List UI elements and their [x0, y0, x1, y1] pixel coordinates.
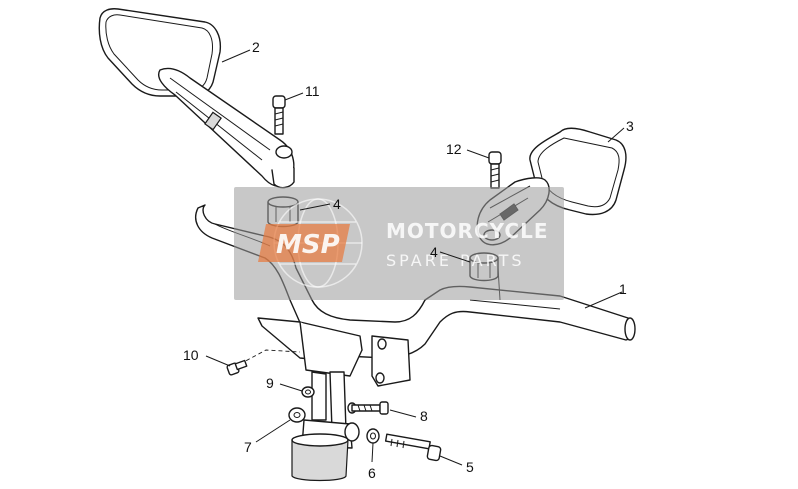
watermark-line2: SPARE PARTS: [386, 251, 525, 270]
washer-6: [366, 428, 380, 444]
callout-11: 11: [305, 83, 320, 99]
callout-10: 10: [183, 347, 199, 363]
callout-1: 1: [619, 281, 627, 297]
bolt-10: [226, 349, 301, 376]
bolt-8: [347, 401, 389, 415]
screw-12: [488, 151, 502, 189]
washer-7: [288, 407, 306, 423]
watermark: MSP MOTORCYCLE SPARE PARTS: [234, 187, 564, 300]
watermark-line1: MOTORCYCLE: [386, 219, 548, 243]
callout-7: 7: [244, 439, 252, 455]
callout-3: 3: [626, 118, 634, 134]
riser-bracket: [257, 317, 411, 482]
callout-8: 8: [420, 408, 428, 424]
callout-6: 6: [368, 465, 376, 481]
nut-9: [301, 386, 315, 398]
callout-2: 2: [252, 39, 260, 55]
leader-lines: [205, 49, 625, 466]
callout-9: 9: [266, 375, 274, 391]
bolt-5: [384, 433, 442, 462]
callouts: 1 2 3 4 4 5 6 7 8 9 10 11 12: [183, 39, 634, 481]
callout-5: 5: [466, 459, 474, 475]
callout-12: 12: [446, 141, 462, 157]
mirror-left: [98, 8, 295, 189]
screw-11: [272, 95, 286, 135]
callout-4-right: 4: [430, 244, 438, 260]
callout-4-left: 4: [333, 196, 341, 212]
watermark-logo-text: MSP: [276, 230, 340, 260]
